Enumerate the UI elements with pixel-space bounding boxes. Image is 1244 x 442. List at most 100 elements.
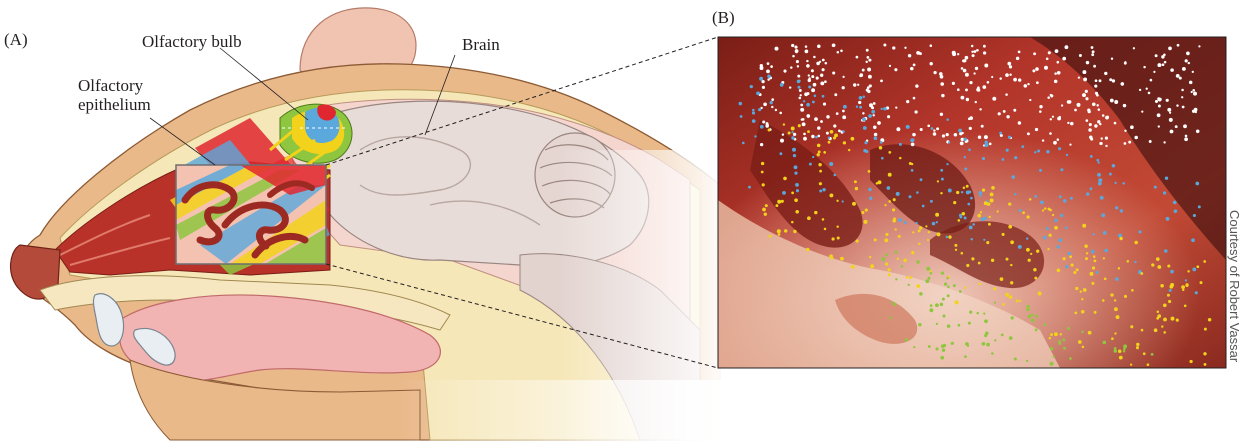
receptor-dot	[873, 132, 878, 137]
receptor-dot	[903, 258, 907, 263]
receptor-dot	[858, 96, 863, 100]
receptor-dot	[991, 352, 994, 355]
receptor-dot	[811, 88, 816, 93]
receptor-dot	[1114, 332, 1117, 335]
receptor-dot	[946, 118, 949, 121]
receptor-dot	[769, 100, 773, 105]
receptor-dot	[951, 50, 956, 55]
receptor-dot	[986, 81, 990, 84]
receptor-dot	[1104, 136, 1108, 140]
receptor-dot	[906, 99, 910, 104]
receptor-dot	[1104, 71, 1108, 76]
receptor-dot	[829, 193, 834, 198]
receptor-dot	[1097, 161, 1100, 164]
receptor-dot	[929, 270, 932, 273]
receptor-dot	[973, 72, 976, 75]
receptor-dot	[953, 133, 958, 137]
receptor-dot	[811, 75, 815, 79]
receptor-dot	[1017, 121, 1022, 125]
receptor-dot	[1115, 206, 1119, 210]
receptor-dot	[807, 74, 810, 77]
receptor-dot	[815, 76, 819, 80]
receptor-dot	[1197, 205, 1201, 209]
receptor-dot	[1154, 54, 1158, 58]
receptor-dot	[1168, 288, 1172, 292]
receptor-dot	[886, 186, 891, 190]
receptor-dot	[978, 191, 983, 195]
receptor-dot	[1059, 213, 1064, 218]
receptor-dot	[872, 114, 875, 117]
receptor-dot	[1153, 328, 1158, 333]
receptor-dot	[1054, 332, 1058, 337]
receptor-dot	[1161, 55, 1165, 59]
receptor-dot	[1093, 310, 1097, 314]
receptor-dot	[1089, 271, 1094, 276]
receptor-dot	[797, 124, 801, 128]
receptor-dot	[970, 237, 973, 241]
receptor-dot	[1178, 76, 1182, 80]
receptor-dot	[784, 229, 788, 233]
receptor-dot	[1031, 318, 1035, 323]
receptor-dot	[791, 131, 794, 134]
receptor-dot	[1097, 172, 1101, 177]
receptor-dot	[1008, 336, 1013, 340]
receptor-dot	[907, 53, 912, 58]
receptor-dot	[761, 183, 765, 187]
receptor-dot	[841, 86, 845, 90]
receptor-dot	[1100, 137, 1103, 140]
receptor-dot	[1065, 265, 1069, 269]
receptor-dot	[946, 324, 951, 328]
receptor-dot	[761, 79, 765, 84]
receptor-dot	[808, 85, 812, 89]
receptor-dot	[1163, 60, 1167, 64]
receptor-dot	[965, 342, 969, 346]
receptor-dot	[792, 147, 796, 152]
photo-frame	[717, 36, 1227, 369]
receptor-dot	[1032, 69, 1036, 73]
receptor-dot	[764, 204, 768, 208]
receptor-dot	[1033, 267, 1037, 272]
receptor-dot	[964, 55, 969, 60]
receptor-dot	[748, 185, 751, 189]
receptor-dot	[985, 331, 989, 335]
receptor-dot	[896, 257, 899, 260]
receptor-dot	[821, 58, 825, 62]
receptor-dot	[818, 182, 822, 186]
receptor-dot	[1037, 149, 1041, 153]
receptor-dot	[1093, 259, 1097, 263]
receptor-dot	[777, 199, 782, 204]
receptor-dot	[967, 321, 971, 325]
receptor-dot	[1114, 307, 1118, 312]
receptor-dot	[1051, 115, 1055, 118]
receptor-dot	[963, 216, 967, 220]
receptor-dot	[979, 194, 982, 198]
receptor-dot	[1164, 176, 1169, 180]
receptor-dot	[811, 134, 815, 139]
receptor-dot	[1141, 110, 1144, 113]
receptor-dot	[1077, 76, 1081, 79]
receptor-dot	[960, 67, 964, 70]
receptor-dot	[1150, 353, 1154, 356]
receptor-dot	[993, 301, 997, 304]
receptor-dot	[762, 207, 766, 212]
receptor-dot	[1169, 111, 1172, 114]
receptor-dot	[1113, 121, 1117, 125]
receptor-dot	[1154, 99, 1159, 103]
receptor-dot	[968, 225, 973, 230]
receptor-dot	[961, 131, 964, 135]
receptor-dot	[880, 79, 883, 83]
receptor-dot	[1157, 265, 1162, 269]
receptor-dot	[779, 152, 783, 156]
receptor-dot	[1054, 49, 1059, 53]
receptor-dot	[792, 132, 797, 137]
receptor-dot	[1183, 124, 1187, 129]
receptor-dot	[1108, 172, 1112, 176]
receptor-dot	[977, 88, 981, 92]
receptor-dot	[941, 134, 946, 138]
receptor-dot	[1156, 113, 1161, 118]
receptor-dot	[977, 261, 981, 265]
receptor-dot	[1088, 128, 1092, 132]
receptor-dot	[1174, 125, 1178, 129]
receptor-dot	[1168, 299, 1172, 304]
receptor-dot	[966, 263, 970, 268]
